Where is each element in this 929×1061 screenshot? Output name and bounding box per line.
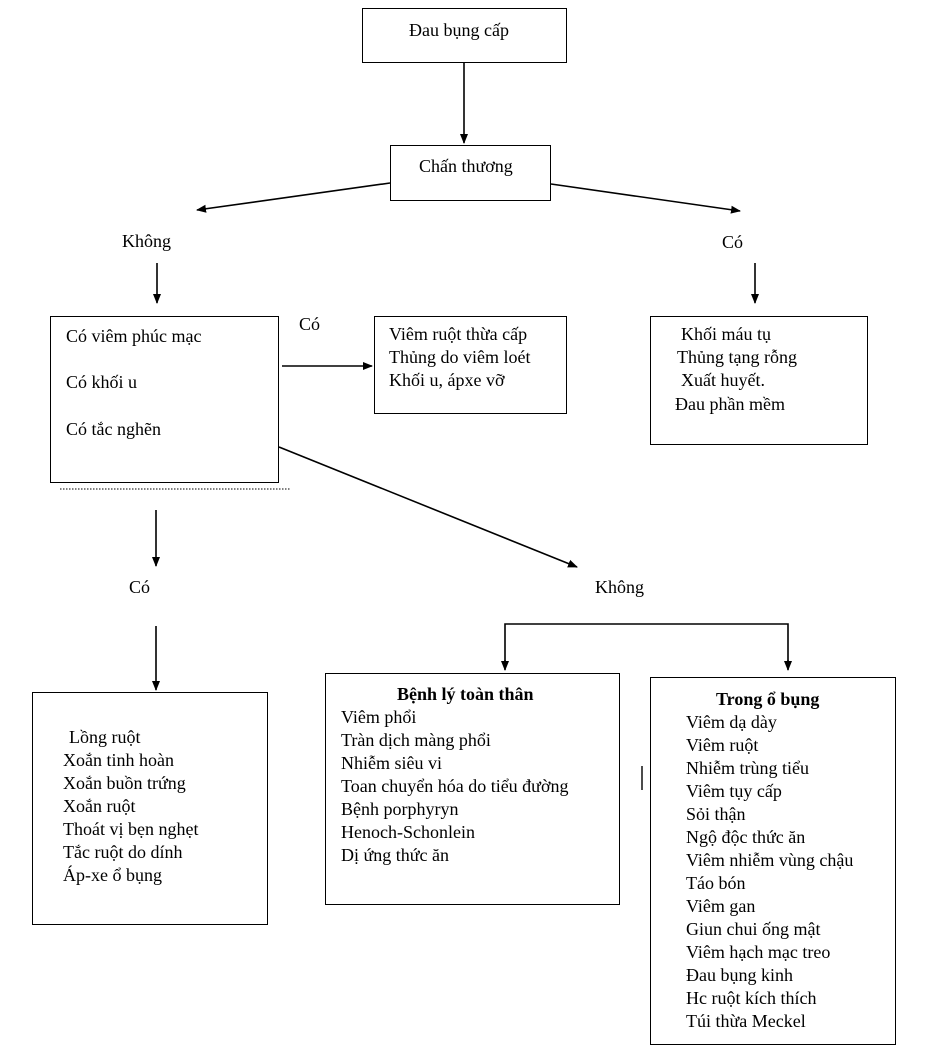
obstruction-line: Áp-xe ổ bụng — [63, 865, 162, 885]
systemic-line: Viêm phổi — [341, 707, 417, 727]
branch-no-label: Không — [122, 231, 171, 251]
trauma-line-3: Xuất huyết. — [681, 370, 765, 390]
intra-title: Trong ổ bụng — [716, 689, 820, 709]
intra-line: Sỏi thận — [686, 804, 746, 824]
trauma-line-4: Đau phần mềm — [675, 394, 785, 414]
intra-line: Viêm nhiễm vùng chậu — [686, 850, 854, 870]
surgical-causes-box: Viêm ruột thừa cấp Thủng do viêm loét Kh… — [374, 316, 567, 414]
root-label: Đau bụng cấp — [409, 20, 509, 40]
peritonitis-criteria-box: Có viêm phúc mạc Có khối u Có tắc nghẽn — [50, 316, 279, 483]
intra-line: Hc ruột kích thích — [686, 988, 817, 1008]
intra-line: Táo bón — [686, 873, 746, 893]
intra-line: Đau bụng kinh — [686, 965, 793, 985]
obstruction-line: Tắc ruột do dính — [63, 842, 183, 862]
trauma-label: Chấn thương — [419, 156, 513, 176]
intra-line: Giun chui ống mật — [686, 919, 821, 939]
intra-line: Viêm tụy cấp — [686, 781, 782, 801]
arrow-trauma-to-yes — [550, 183, 741, 214]
systemic-title: Bệnh lý toàn thân — [397, 684, 534, 704]
obstruction-line: Lồng ruột — [69, 727, 141, 747]
trauma-line-2: Thủng tạng rỗng — [677, 347, 797, 367]
intra-abdominal-box: Trong ổ bụng Viêm dạ dày Viêm ruột Nhiễm… — [650, 677, 896, 1045]
systemic-line: Dị ứng thức ăn — [341, 845, 449, 865]
surgical-line-2: Thủng do viêm loét — [389, 347, 531, 367]
trauma-line-1: Khối máu tụ — [681, 324, 771, 344]
criteria-obstruction: Có tắc nghẽn — [66, 419, 161, 439]
arrow-trauma-to-no — [196, 182, 391, 213]
peritonitis-yes-label: Có — [299, 314, 321, 334]
split-connector — [504, 623, 789, 668]
systemic-disease-box: Bệnh lý toàn thân Viêm phổi Tràn dịch mà… — [325, 673, 620, 905]
lower-yes-label: Có — [129, 577, 151, 597]
trauma-outcomes-box: Khối máu tụ Thủng tạng rỗng Xuất huyết. … — [650, 316, 868, 445]
obstruction-line: Xoắn tinh hoàn — [63, 750, 174, 770]
root-box: Đau bụng cấp — [362, 8, 567, 63]
systemic-line: Bệnh porphyryn — [341, 799, 459, 819]
obstruction-line: Xoắn buồn trứng — [63, 773, 186, 793]
systemic-line: Nhiễm siêu vi — [341, 753, 442, 773]
intra-line: Ngộ độc thức ăn — [686, 827, 806, 847]
obstruction-causes-box: Lồng ruột Xoắn tinh hoàn Xoắn buồn trứng… — [32, 692, 268, 925]
systemic-line: Tràn dịch màng phổi — [341, 730, 491, 750]
branch-yes-label: Có — [722, 232, 744, 252]
systemic-line: Henoch-Schonlein — [341, 822, 475, 842]
systemic-line: Toan chuyển hóa do tiểu đường — [341, 776, 569, 796]
criteria-peritonitis: Có viêm phúc mạc — [66, 326, 202, 346]
surgical-line-3: Khối u, ápxe vỡ — [389, 370, 505, 390]
obstruction-line: Thoát vị bẹn nghẹt — [63, 819, 199, 839]
obstruction-line: Xoắn ruột — [63, 796, 136, 816]
intra-line: Viêm dạ dày — [686, 712, 777, 732]
intra-line: Viêm ruột — [686, 735, 759, 755]
surgical-line-1: Viêm ruột thừa cấp — [389, 324, 528, 344]
criteria-tumor: Có khối u — [66, 372, 138, 392]
trauma-box: Chấn thương — [390, 145, 551, 201]
intra-line: Nhiễm trùng tiểu — [686, 758, 809, 778]
lower-no-label: Không — [595, 577, 644, 597]
arrow-peritonitis-to-no — [278, 446, 578, 568]
intra-line: Túi thừa Meckel — [686, 1011, 806, 1031]
intra-line: Viêm gan — [686, 896, 756, 916]
intra-line: Viêm hạch mạc treo — [686, 942, 831, 962]
